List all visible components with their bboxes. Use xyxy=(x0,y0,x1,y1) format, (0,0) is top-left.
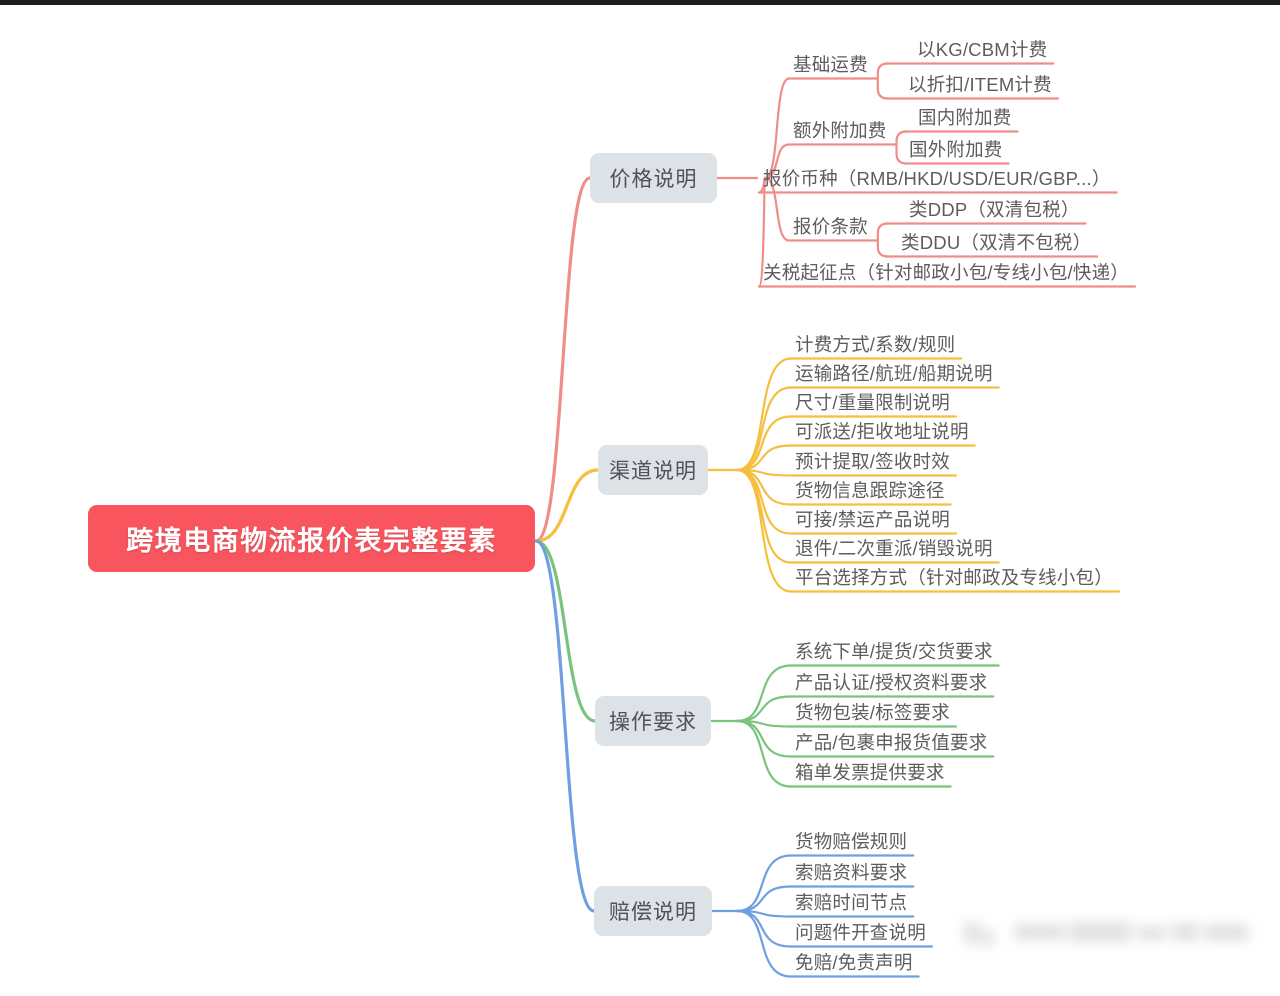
node-price-currency[interactable]: 报价币种（RMB/HKD/USD/EUR/GBP...） xyxy=(763,165,1111,191)
node-price-terms-ddu[interactable]: 类DDU（双清不包税） xyxy=(901,229,1091,255)
node-operation-packing-invoice[interactable]: 箱单发票提供要求 xyxy=(795,759,945,785)
node-label: 退件/二次重派/销毁说明 xyxy=(795,538,993,559)
node-label: 运输路径/航班/船期说明 xyxy=(795,363,993,384)
node-price-terms[interactable]: 报价条款 xyxy=(793,213,868,239)
node-operation-certification[interactable]: 产品认证/授权资料要求 xyxy=(795,669,987,695)
node-label: 国内附加费 xyxy=(918,107,1012,128)
node-label: 系统下单/提货/交货要求 xyxy=(795,641,993,662)
node-compensation-claim-time[interactable]: 索赔时间节点 xyxy=(795,889,907,915)
branch-node-compensation[interactable]: 赔偿说明 xyxy=(594,886,712,936)
node-channel-tracking[interactable]: 货物信息跟踪途径 xyxy=(795,477,945,503)
node-compensation-rules[interactable]: 货物赔偿规则 xyxy=(795,828,907,854)
node-label: 报价币种（RMB/HKD/USD/EUR/GBP...） xyxy=(763,168,1111,189)
node-operation-declared-value[interactable]: 产品/包裹申报货值要求 xyxy=(795,729,987,755)
node-label: 索赔资料要求 xyxy=(795,862,908,883)
node-label: 基础运费 xyxy=(793,54,868,75)
node-compensation-investigation[interactable]: 问题件开查说明 xyxy=(795,919,926,945)
node-label: 类DDU（双清不包税） xyxy=(901,232,1092,253)
node-label: 关税起征点（针对邮政小包/专线小包/快递） xyxy=(763,262,1129,283)
node-label: 尺寸/重量限制说明 xyxy=(795,392,950,413)
node-channel-platform-choice[interactable]: 平台选择方式（针对邮政及专线小包） xyxy=(795,564,1113,590)
node-label: 货物信息跟踪途径 xyxy=(795,480,945,501)
node-label: 计费方式/系数/规则 xyxy=(795,334,956,355)
node-price-surcharge-overseas[interactable]: 国外附加费 xyxy=(909,136,1003,162)
node-channel-return-redelivery[interactable]: 退件/二次重派/销毁说明 xyxy=(795,535,993,561)
branch-node-channel-label: 渠道说明 xyxy=(609,460,697,483)
branch-node-price-label: 价格说明 xyxy=(609,168,698,191)
node-label: 以折扣/ITEM计费 xyxy=(908,74,1052,95)
node-label: 预计提取/签收时效 xyxy=(795,451,950,472)
branch-node-operation-label: 操作要求 xyxy=(609,711,697,734)
node-price-base-discount-item[interactable]: 以折扣/ITEM计费 xyxy=(908,71,1052,97)
node-operation-order-pickup[interactable]: 系统下单/提货/交货要求 xyxy=(795,638,993,664)
node-operation-packaging-label[interactable]: 货物包装/标签要求 xyxy=(795,699,950,725)
node-label: 货物包装/标签要求 xyxy=(795,702,950,723)
node-channel-route[interactable]: 运输路径/航班/船期说明 xyxy=(795,360,993,386)
node-price-surcharge[interactable]: 额外附加费 xyxy=(793,117,887,143)
node-label: 平台选择方式（针对邮政及专线小包） xyxy=(795,567,1113,588)
watermark-blurred xyxy=(960,918,1252,952)
node-label: 类DDP（双清包税） xyxy=(909,199,1080,220)
node-price-duty-threshold[interactable]: 关税起征点（针对邮政小包/专线小包/快递） xyxy=(763,259,1129,285)
node-channel-billing-method[interactable]: 计费方式/系数/规则 xyxy=(795,331,955,357)
node-channel-delivery-address[interactable]: 可派送/拒收地址说明 xyxy=(795,418,969,444)
node-price-terms-ddp[interactable]: 类DDP（双清包税） xyxy=(909,196,1080,222)
branch-node-operation[interactable]: 操作要求 xyxy=(595,696,711,746)
node-price-base-kgcbm[interactable]: 以KG/CBM计费 xyxy=(917,36,1047,62)
node-channel-size-weight[interactable]: 尺寸/重量限制说明 xyxy=(795,389,950,415)
node-label: 箱单发票提供要求 xyxy=(795,762,945,783)
node-compensation-claim-docs[interactable]: 索赔资料要求 xyxy=(795,859,907,885)
node-label: 报价条款 xyxy=(793,216,868,237)
node-label: 产品/包裹申报货值要求 xyxy=(795,732,988,753)
node-label: 可派送/拒收地址说明 xyxy=(795,421,969,442)
node-channel-pickup-time[interactable]: 预计提取/签收时效 xyxy=(795,448,950,474)
node-label: 问题件开查说明 xyxy=(795,922,926,943)
branch-node-compensation-label: 赔偿说明 xyxy=(609,901,697,924)
node-price-base-freight[interactable]: 基础运费 xyxy=(793,51,868,77)
node-label: 产品认证/授权资料要求 xyxy=(795,672,988,693)
root-node-label: 跨境电商物流报价表完整要素 xyxy=(126,526,497,556)
branch-node-price[interactable]: 价格说明 xyxy=(590,153,717,203)
node-label: 国外附加费 xyxy=(909,139,1003,160)
node-label: 额外附加费 xyxy=(793,120,887,141)
root-node[interactable]: 跨境电商物流报价表完整要素 xyxy=(88,505,535,572)
node-label: 可接/禁运产品说明 xyxy=(795,509,950,530)
node-label: 货物赔偿规则 xyxy=(795,831,908,852)
top-chrome-strip xyxy=(0,0,1280,5)
node-compensation-disclaimer[interactable]: 免赔/免责声明 xyxy=(795,949,913,975)
node-label: 免赔/免责声明 xyxy=(795,952,913,973)
node-price-surcharge-domestic[interactable]: 国内附加费 xyxy=(918,104,1012,130)
branch-node-channel[interactable]: 渠道说明 xyxy=(598,445,708,495)
node-label: 以KG/CBM计费 xyxy=(917,39,1048,60)
node-channel-accept-prohibited[interactable]: 可接/禁运产品说明 xyxy=(795,506,950,532)
node-label: 索赔时间节点 xyxy=(795,892,908,913)
